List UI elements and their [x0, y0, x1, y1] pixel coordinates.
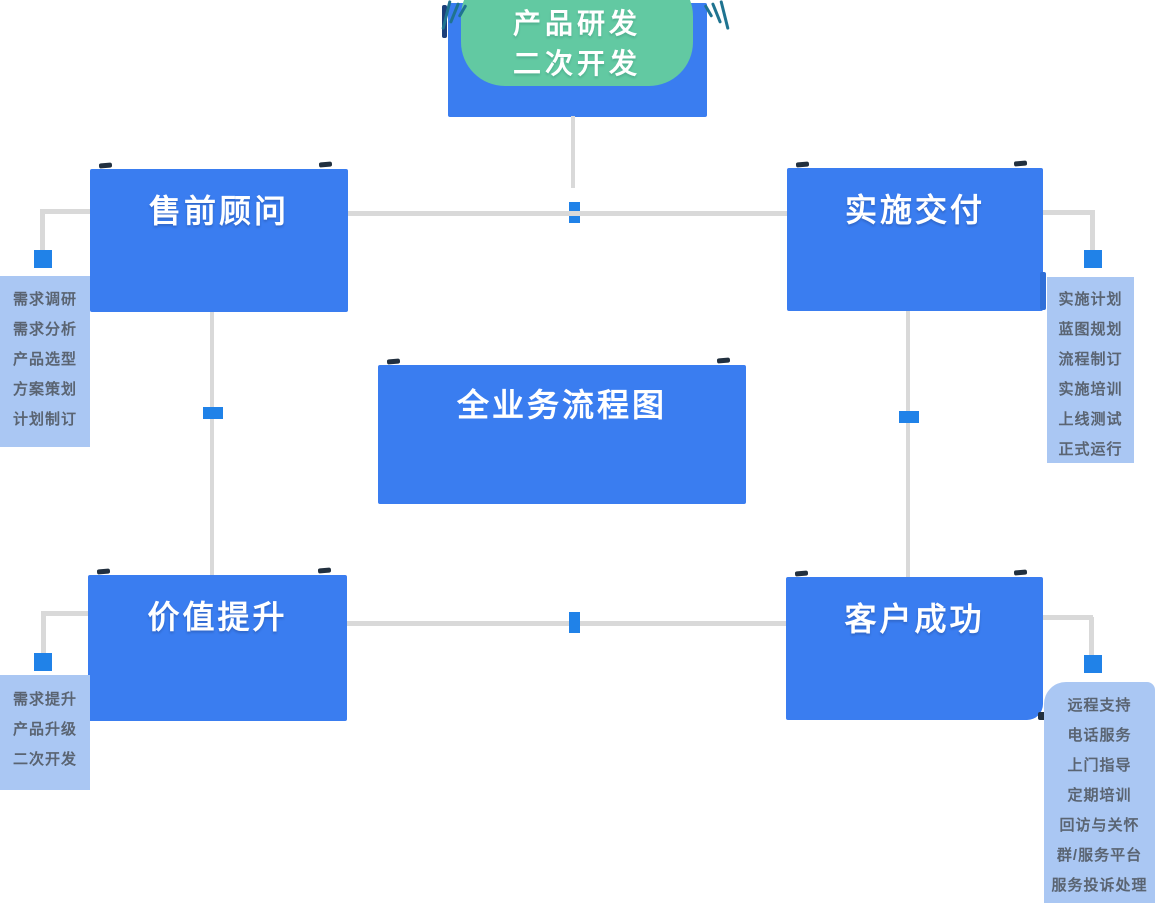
task-item: 需求提升 — [12, 691, 77, 708]
elbow-delivery-horizontal — [1043, 210, 1095, 215]
task-item: 电话服务 — [1067, 727, 1132, 744]
connector-top-horizontal — [348, 211, 787, 216]
stage-label-presales: 售前顾问 — [148, 193, 289, 229]
diagram-title: 全业务流程图 — [456, 387, 667, 423]
task-panel-success: 远程支持 电话服务 上门指导 定期培训 回访与关怀 群/服务平台 服务投诉处理 — [1044, 682, 1155, 903]
connector-node-bottom — [569, 612, 580, 633]
connector-left-vertical — [210, 288, 214, 575]
elbow-success-horizontal — [1043, 615, 1093, 620]
task-panel-value: 需求提升 产品升级 二次开发 — [0, 675, 90, 790]
stage-label-success: 客户成功 — [844, 601, 985, 637]
ink-accent — [98, 162, 113, 169]
elbow-node-presales — [34, 250, 52, 268]
elbow-success-vertical — [1089, 617, 1094, 657]
ink-accent — [794, 570, 809, 577]
task-item: 上线测试 — [1058, 411, 1123, 428]
task-item: 二次开发 — [12, 751, 77, 768]
ink-accent — [1013, 160, 1028, 167]
ink-accent — [1013, 569, 1028, 576]
top-callout-line2: 二次开发 — [512, 48, 641, 79]
task-item: 定期培训 — [1067, 787, 1132, 804]
connector-node-left — [203, 407, 223, 419]
speed-lines-left-icon — [441, 0, 473, 34]
elbow-presales-horizontal — [40, 209, 90, 214]
elbow-node-success — [1084, 655, 1102, 673]
connector-top-vertical — [571, 116, 575, 188]
elbow-value-horizontal — [41, 611, 88, 616]
elbow-node-value — [34, 653, 52, 671]
ink-accent — [317, 567, 332, 574]
hatch-stroke — [457, 4, 468, 18]
top-callout-product-rd: 产品研发 二次开发 — [461, 0, 693, 86]
ink-accent — [318, 161, 333, 168]
task-item: 产品升级 — [12, 721, 77, 738]
top-callout-line1: 产品研发 — [512, 8, 641, 39]
stage-box-delivery: 实施交付 — [787, 160, 1043, 311]
hatch-stroke — [441, 0, 452, 30]
task-item: 需求分析 — [12, 321, 77, 338]
stage-box-value: 价值提升 — [88, 567, 347, 721]
task-item: 实施计划 — [1058, 291, 1123, 308]
hatch-stroke — [719, 0, 730, 30]
task-item: 实施培训 — [1058, 381, 1123, 398]
task-panel-presales: 需求调研 需求分析 产品选型 方案策划 计划制订 — [0, 276, 90, 447]
connector-right-vertical — [906, 287, 910, 577]
task-panel-delivery: 实施计划 蓝图规划 流程制订 实施培训 上线测试 正式运行 — [1047, 277, 1134, 463]
task-item: 计划制订 — [12, 411, 77, 428]
task-item: 服务投诉处理 — [1051, 877, 1148, 894]
task-item: 群/服务平台 — [1056, 847, 1143, 864]
task-item: 流程制订 — [1058, 351, 1123, 368]
task-item: 方案策划 — [12, 381, 77, 398]
task-item: 产品选型 — [12, 351, 77, 368]
connector-bottom-horizontal — [347, 621, 787, 626]
elbow-presales-vertical — [40, 211, 45, 252]
task-item: 上门指导 — [1067, 757, 1132, 774]
task-item: 正式运行 — [1058, 441, 1123, 458]
ink-accent — [96, 568, 111, 575]
stage-label-value: 价值提升 — [147, 599, 288, 635]
connector-node-right — [899, 411, 919, 423]
task-item: 需求调研 — [12, 291, 77, 308]
task-item: 远程支持 — [1067, 697, 1132, 714]
elbow-value-vertical — [41, 613, 46, 655]
diagram-title-box: 全业务流程图 — [378, 357, 746, 504]
stage-label-delivery: 实施交付 — [844, 192, 985, 228]
stage-box-presales: 售前顾问 — [90, 161, 348, 312]
speed-lines-right-icon — [698, 0, 730, 34]
ink-accent — [1038, 712, 1046, 720]
stage-box-success: 客户成功 — [786, 569, 1046, 720]
elbow-node-delivery — [1084, 250, 1102, 268]
ink-accent — [386, 358, 401, 365]
task-item: 回访与关怀 — [1059, 817, 1140, 834]
ink-accent — [716, 357, 731, 364]
task-item: 蓝图规划 — [1058, 321, 1123, 338]
ink-accent — [795, 161, 810, 168]
ink-accent — [1040, 272, 1046, 310]
elbow-delivery-vertical — [1090, 212, 1095, 252]
